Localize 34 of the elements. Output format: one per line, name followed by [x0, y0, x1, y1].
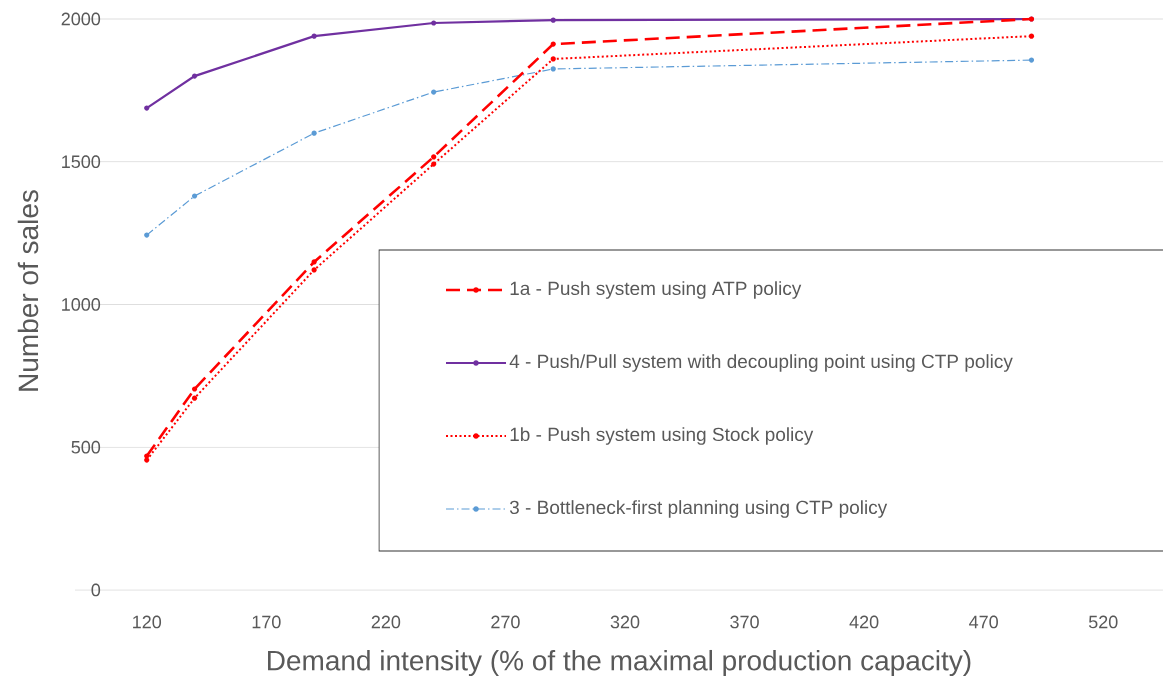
legend-label: 4 - Push/Pull system with decoupling point using CTP policy [509, 354, 1013, 372]
tick-label: 120 [133, 615, 162, 629]
point [431, 154, 437, 160]
point [550, 56, 556, 62]
axis-title: Number of sales [17, 190, 39, 391]
tick-label: 420 [849, 615, 879, 629]
point [550, 66, 556, 72]
tick-label: 220 [371, 615, 401, 629]
point [144, 105, 150, 111]
tick-label: 470 [969, 615, 998, 629]
tick-label: 370 [730, 615, 759, 629]
point [144, 232, 150, 238]
tick-label: 270 [491, 615, 520, 629]
legend-label: 1a - Push system using ATP policy [510, 281, 802, 299]
point [311, 130, 317, 136]
point [191, 386, 198, 392]
point [191, 193, 198, 199]
tick-label: 0 [91, 583, 101, 597]
point [431, 161, 437, 167]
axis-title: Demand intensity (% of the maximal production capacity) [268, 649, 971, 677]
tick-label: 2000 [61, 12, 101, 26]
point [431, 89, 437, 95]
point [550, 17, 556, 23]
legend-label: 1b - Push system using Stock policy [510, 427, 814, 445]
tick-label: 520 [1088, 615, 1118, 629]
point [431, 20, 437, 26]
tick-label: 1500 [62, 155, 101, 169]
point [550, 41, 556, 47]
tick-label: 320 [610, 615, 640, 629]
tick-label: 170 [252, 615, 281, 629]
point [144, 453, 150, 459]
tick-label: 1000 [62, 298, 101, 311]
tick-label: 500 [71, 440, 101, 454]
legend-label: 3 - Bottleneck-first planning using CTP policy [509, 500, 888, 518]
